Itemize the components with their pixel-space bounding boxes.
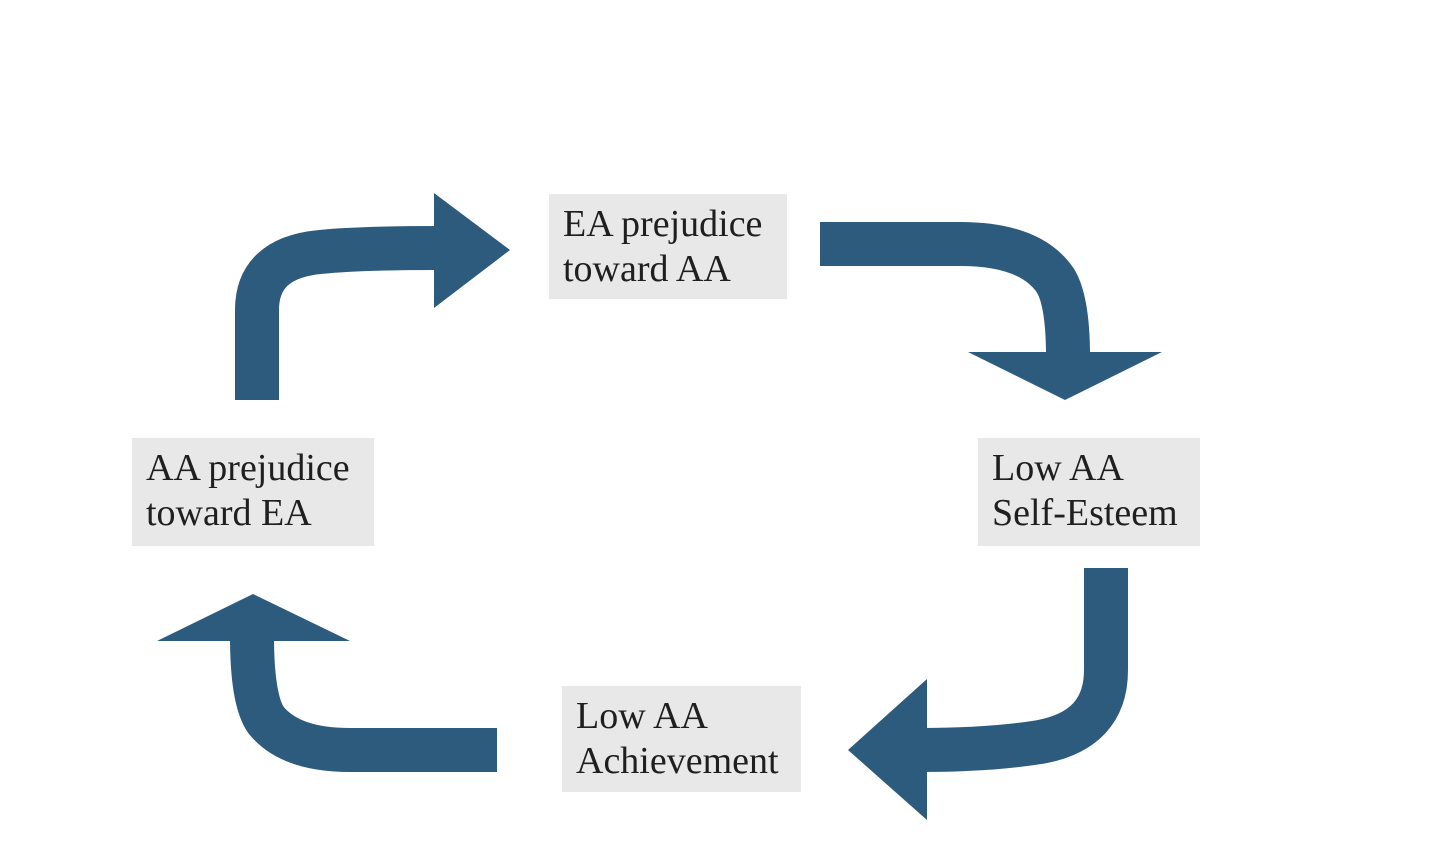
node-ea-prejudice-line2: toward AA — [563, 248, 731, 290]
node-ea-prejudice-line1: EA prejudice — [563, 203, 763, 245]
arrow-aa-to-ea — [235, 193, 510, 400]
node-low-achievement-line1: Low AA — [576, 695, 708, 737]
arrow-selfesteem-to-achievement — [848, 568, 1128, 820]
node-aa-prejudice-line1: AA prejudice — [146, 447, 350, 489]
node-aa-prejudice: AA prejudice toward EA — [132, 438, 374, 546]
node-low-self-esteem: Low AA Self-Esteem — [978, 438, 1200, 546]
node-ea-prejudice: EA prejudice toward AA — [549, 194, 787, 299]
node-aa-prejudice-line2: toward EA — [146, 492, 312, 534]
node-low-self-esteem-line2: Self-Esteem — [992, 492, 1178, 534]
node-low-achievement-line2: Achievement — [576, 740, 779, 782]
node-low-self-esteem-line1: Low AA — [992, 447, 1124, 489]
arrow-achievement-to-aa — [157, 594, 497, 772]
node-low-achievement: Low AA Achievement — [562, 686, 801, 792]
arrow-ea-to-selfesteem — [820, 222, 1162, 400]
